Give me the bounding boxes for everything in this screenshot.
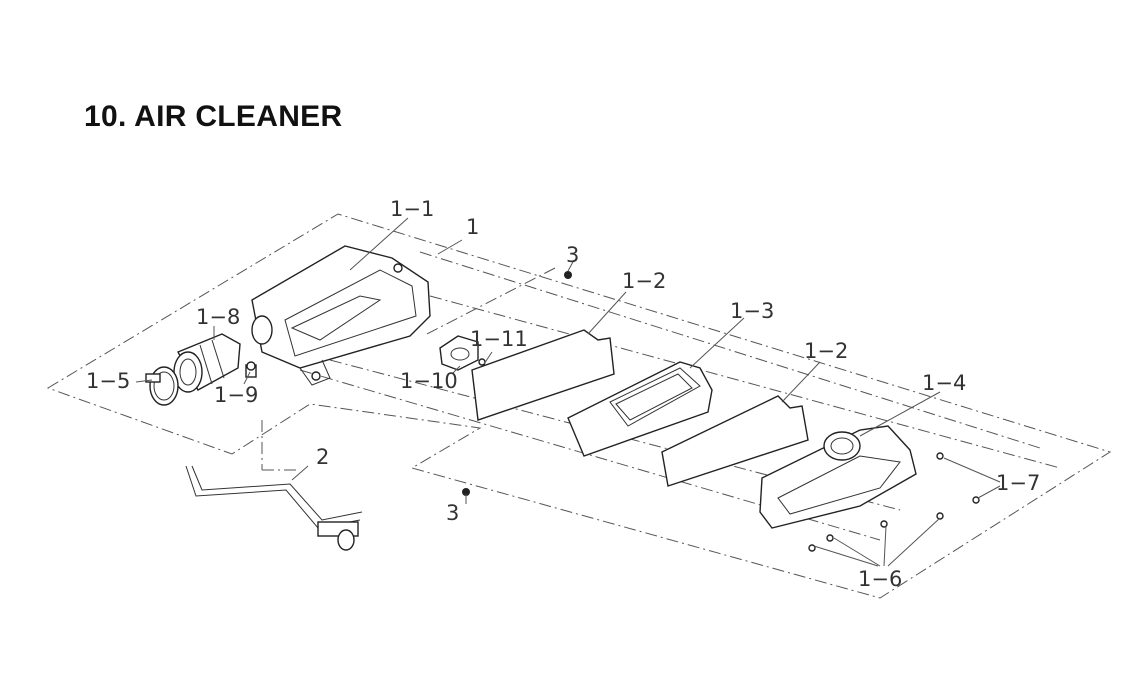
callout-1-1: 1−1: [390, 197, 434, 221]
callout-2: 2: [316, 445, 329, 469]
callout-1-9: 1−9: [214, 383, 258, 407]
assembly-boundary: [46, 213, 1112, 599]
callout-1-7: 1−7: [996, 471, 1040, 495]
page-title: 10. AIR CLEANER: [84, 100, 343, 133]
small-cover: [439, 335, 491, 373]
callout-3-top: 3: [566, 243, 579, 267]
callout-1: 1: [466, 215, 479, 239]
callout-3-bottom: 3: [446, 501, 459, 525]
screws: [462, 271, 980, 552]
callout-1-5: 1−5: [86, 369, 130, 393]
callout-1-11: 1−11: [470, 327, 528, 351]
breather-hose: [185, 465, 363, 551]
filter-element: [567, 361, 713, 457]
callout-1-2-rear: 1−2: [804, 339, 848, 363]
air-cleaner-case: [251, 245, 431, 386]
rear-cover: [759, 425, 917, 529]
intake-boot: [173, 333, 241, 393]
callout-1-2-front: 1−2: [622, 269, 666, 293]
drain-nipple: [245, 361, 257, 378]
hose-clamp: [145, 366, 179, 406]
gasket-front: [471, 329, 615, 421]
callout-1-8: 1−8: [196, 305, 240, 329]
leader-lines: [135, 217, 1001, 567]
callout-1-10: 1−10: [400, 369, 458, 393]
callout-1-3: 1−3: [730, 299, 774, 323]
callout-labels: 1−1 1 3 1−2 1−8 1−3 1−11 1−2 1−5 1−10 1−…: [86, 197, 1040, 591]
callout-1-4: 1−4: [922, 371, 966, 395]
gasket-rear: [661, 395, 809, 487]
callout-1-6: 1−6: [858, 567, 902, 591]
